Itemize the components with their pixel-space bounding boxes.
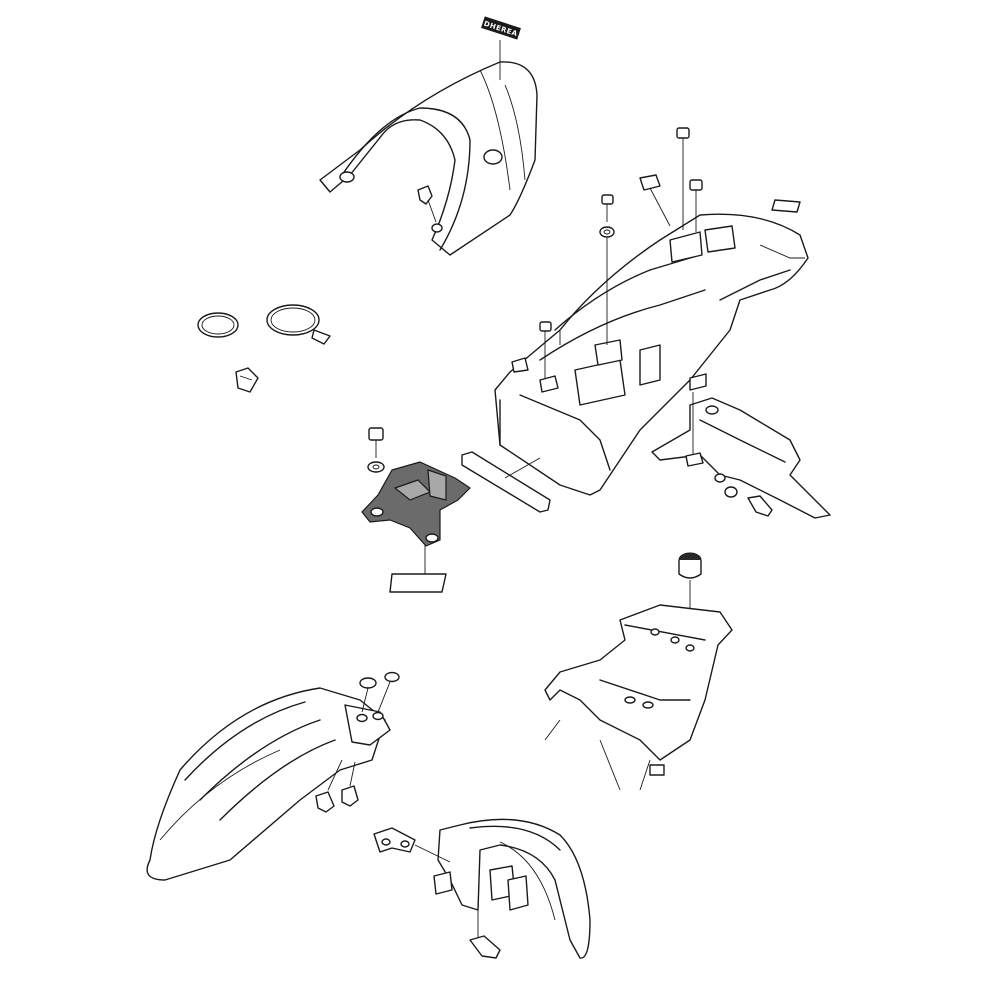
bolt-top-highlighted[interactable]: [368, 427, 384, 458]
fender-nut-clip-1[interactable]: [639, 174, 671, 227]
chain-guide-bracket[interactable]: [373, 827, 451, 863]
o-ring-large[interactable]: [266, 304, 331, 345]
rear-hugger[interactable]: [433, 818, 591, 959]
fender-bolt-3[interactable]: [601, 194, 614, 222]
seat-lock-bracket[interactable]: [361, 461, 471, 575]
front-fender-bolt-2[interactable]: [377, 671, 400, 713]
hugger-bolt[interactable]: [469, 935, 501, 959]
rear-fender-undertray[interactable]: [494, 213, 809, 496]
front-fender-bolt-4[interactable]: [341, 761, 359, 807]
washer-highlighted[interactable]: [367, 461, 385, 473]
wire-clip[interactable]: [235, 367, 259, 393]
seal-pad-right[interactable]: [771, 199, 801, 213]
adhesive-pad[interactable]: [389, 573, 447, 593]
fender-bolt-1[interactable]: [676, 127, 690, 230]
fender-bolt-4[interactable]: [539, 321, 552, 378]
cowl-mounting-bolt[interactable]: [417, 185, 437, 223]
front-fender[interactable]: [146, 687, 391, 881]
rear-subframe[interactable]: [544, 604, 733, 791]
fender-grommet[interactable]: [599, 226, 615, 345]
rubber-seal-strip[interactable]: [461, 451, 551, 513]
license-bracket[interactable]: [651, 392, 831, 519]
label-plate: DHEREA: [481, 16, 521, 40]
o-ring-small[interactable]: [197, 312, 239, 338]
front-fender-bolt-1[interactable]: [359, 677, 377, 713]
bracket-bolt-2[interactable]: [747, 495, 773, 517]
front-fender-bolt-3[interactable]: [315, 759, 343, 813]
fender-bolt-2[interactable]: [689, 179, 703, 232]
bracket-bolt-1[interactable]: [724, 486, 738, 498]
rear-seat-cowl[interactable]: [319, 61, 538, 256]
